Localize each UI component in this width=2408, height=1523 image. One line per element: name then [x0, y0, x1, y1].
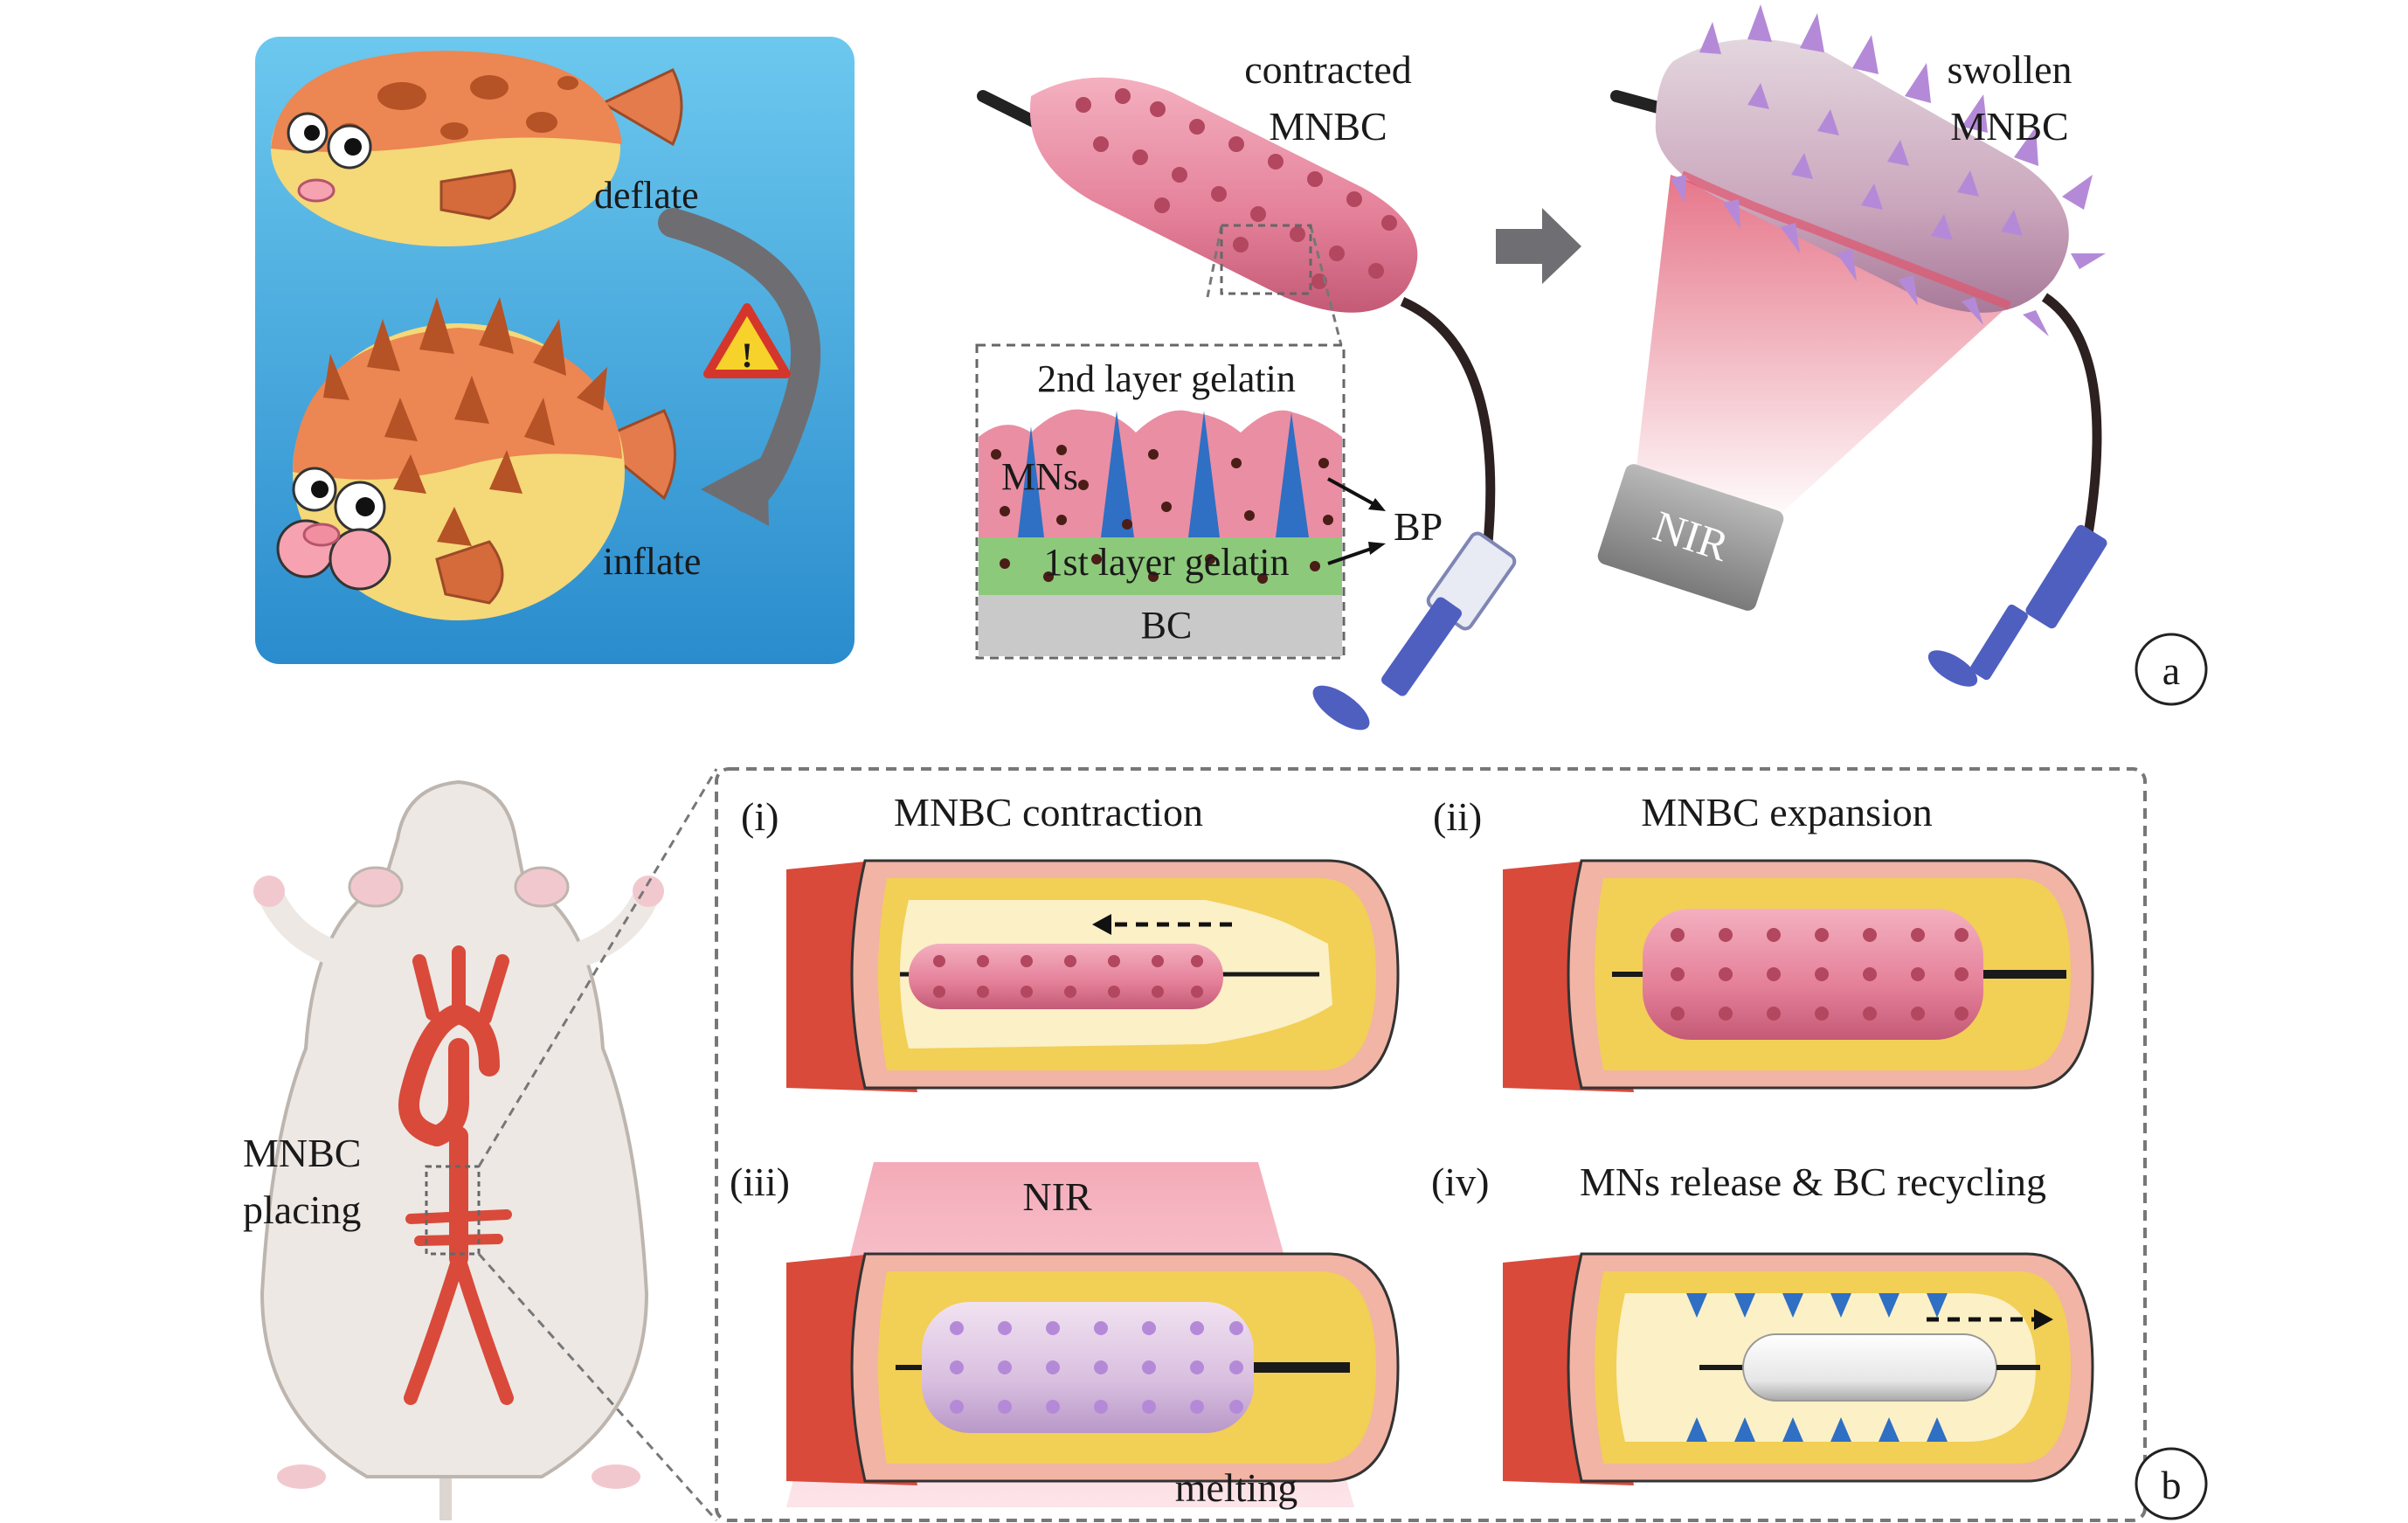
- bc-layer: [979, 594, 1342, 656]
- released-mns-top: [1686, 1293, 1948, 1318]
- step-2-num: (ii): [1433, 794, 1482, 839]
- step-4-release: [1503, 1252, 2094, 1485]
- swollen-syringe-icon: [1927, 524, 2107, 687]
- swollen-balloon-rim: [1679, 170, 2011, 310]
- warning-icon: !: [703, 303, 791, 378]
- panel-a-letter: a: [2162, 648, 2180, 693]
- nir-source-icon: NIR: [1597, 464, 1784, 611]
- pufferfish-illustration: deflate !: [255, 37, 855, 664]
- swollen-label-2: MNBC: [1950, 104, 2068, 149]
- layer-inset: 2nd layer gelatin MNs 1st layer gelatin …: [975, 224, 1443, 660]
- bp-label: BP: [1394, 504, 1443, 549]
- deflated-fish-icon: [271, 51, 683, 246]
- step-3-nir: [786, 1162, 1400, 1507]
- layer-1st-label: 1st layer gelatin: [1043, 541, 1289, 584]
- step-3-title: NIR: [1022, 1174, 1092, 1219]
- placement-box: [425, 1165, 481, 1256]
- rat-illustration: [253, 768, 718, 1521]
- released-mns-bottom: [1686, 1417, 1948, 1442]
- swollen-spikes: [1671, 4, 2106, 336]
- swollen-mnbc: NIR: [1597, 4, 2107, 687]
- recycled-bc: [1742, 1333, 1997, 1402]
- rat-ear-right: [514, 866, 570, 908]
- bp-arrow-1: [1327, 477, 1380, 509]
- layer-2nd-label: 2nd layer gelatin: [1037, 357, 1296, 400]
- rat-label-1: MNBC: [243, 1131, 361, 1175]
- microneedle-cones: [1018, 411, 1309, 537]
- step-2-title: MNBC expansion: [1641, 790, 1933, 834]
- panel-b-badge: [2135, 1447, 2208, 1520]
- first-gelatin-layer: [979, 537, 1342, 595]
- fish-inflate-label: inflate: [603, 540, 701, 583]
- swollen-balloon: [1655, 38, 2069, 313]
- swollen-catheter: [2041, 293, 2102, 561]
- zoom-box: [1220, 224, 1312, 295]
- panel-b: MNBC placing (i) MNBC contraction: [243, 767, 2208, 1522]
- bp-particles: [991, 445, 1333, 584]
- layer-mns-label: MNs: [1001, 455, 1078, 498]
- step-4-num: (iv): [1431, 1160, 1489, 1204]
- rat-label-2: placing: [243, 1187, 361, 1232]
- second-gelatin-layer: [979, 409, 1342, 537]
- inflated-fish-icon: [276, 297, 676, 620]
- contracted-syringe-icon: [1312, 531, 1517, 730]
- step-4-title: MNs release & BC recycling: [1580, 1160, 2046, 1204]
- panel-a: deflate !: [255, 4, 2208, 730]
- svg-text:!: !: [741, 336, 752, 375]
- cycle-arrowhead: [701, 454, 769, 526]
- contracted-mnbc: [977, 77, 1517, 730]
- contracted-label-1: contracted: [1244, 47, 1412, 92]
- layer-bc-label: BC: [1141, 604, 1193, 647]
- rat-arm-left: [258, 883, 345, 966]
- contracted-label-2: MNBC: [1269, 104, 1387, 149]
- rat-arm-right: [572, 883, 660, 966]
- transition-arrow: [1496, 208, 1581, 284]
- step-2-expansion: [1503, 859, 2094, 1092]
- contracted-catheter-tip: [977, 90, 1041, 128]
- aorta-icon: [398, 945, 514, 1405]
- step-1-contraction: [786, 859, 1400, 1092]
- step-1-num: (i): [741, 794, 778, 839]
- rat-ear-left: [348, 866, 404, 908]
- panel-a-badge: [2135, 633, 2208, 706]
- contracted-balloon-bumps: [1076, 88, 1397, 289]
- step-3-num: (iii): [730, 1160, 790, 1204]
- panel-b-letter: b: [2162, 1463, 2182, 1507]
- steps-frame: [715, 767, 2147, 1522]
- step-1-title: MNBC contraction: [894, 790, 1203, 834]
- fish-deflate-label: deflate: [594, 174, 699, 217]
- step-3-melting: melting: [1175, 1465, 1298, 1510]
- swollen-label-1: swollen: [1947, 47, 2072, 92]
- contracted-catheter: [1400, 296, 1496, 569]
